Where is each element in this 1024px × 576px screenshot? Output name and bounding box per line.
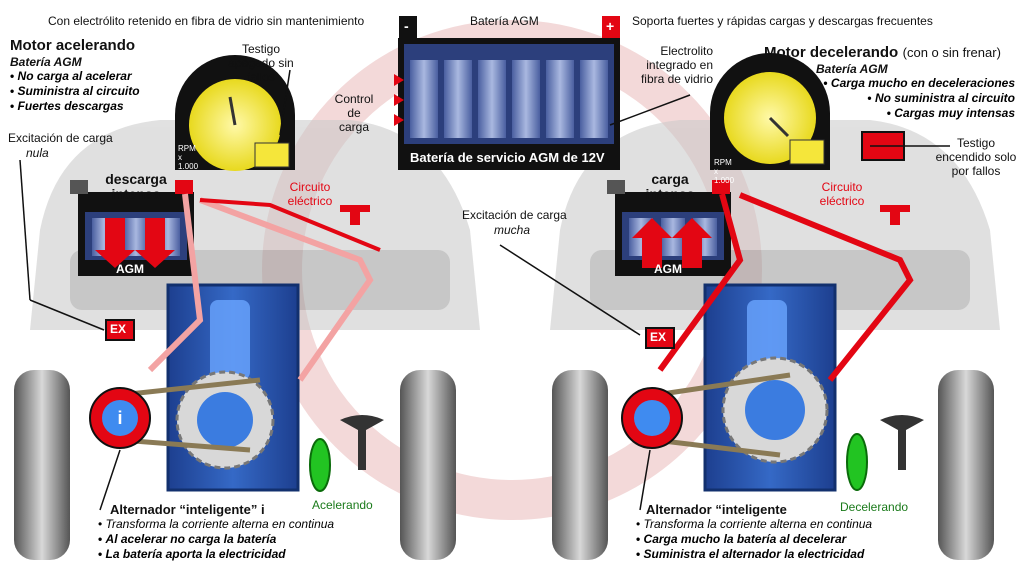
electrolyte-note: Electrolito integrado en fibra de vidrio	[640, 44, 713, 86]
left-battery-state: descarga intensa	[105, 171, 167, 202]
charge-arrows-icon	[632, 218, 712, 268]
right-excitation-value: mucha	[494, 223, 531, 237]
list-item: La batería aporta la electricidad	[98, 547, 334, 562]
left-alternator-title: Alternador “inteligente” i	[110, 502, 265, 517]
right-subtitle: Batería AGM	[816, 62, 888, 76]
decelerate-pedal-icon	[846, 433, 868, 491]
right-pedal-label: Decelerando	[840, 500, 909, 514]
right-excitation-label: Excitación de carga	[462, 208, 567, 222]
belt-left	[119, 377, 261, 453]
wire-left-circuit	[199, 198, 381, 252]
list-item: Fuertes descargas	[10, 99, 140, 114]
right-circuit-label: Circuito eléctrico	[819, 180, 865, 208]
center-battery-plus: +	[606, 18, 615, 34]
list-item: Transforma la corriente alterna en conti…	[636, 517, 873, 532]
alt-center-label: i	[117, 408, 122, 428]
battery-cells	[410, 60, 608, 138]
gear-icon	[175, 370, 275, 470]
right-warning-note: Testigo encendido solo por fallos	[935, 136, 1017, 178]
left-ex-label: EX	[110, 322, 127, 336]
center-battery-label: Batería de servicio AGM de 12V	[410, 150, 605, 165]
left-battery-name: AGM	[116, 262, 144, 276]
right-gauge-label: RPM x 1.000	[714, 158, 735, 185]
list-item: No suministra al circuito	[810, 91, 1015, 106]
left-subtitle: Batería AGM	[10, 55, 82, 69]
right-title: Motor decelerando (con o sin frenar)	[764, 44, 1001, 62]
alternator-left: i	[89, 387, 151, 449]
left-warning-note: Testigo apagado sin fallos	[228, 42, 294, 84]
brake-pedal-icon	[880, 415, 924, 470]
center-battery-plus-terminal	[602, 16, 620, 38]
top-right-note: Soporta fuertes y rápidas cargas y desca…	[632, 14, 933, 28]
right-ex-label: EX	[650, 330, 667, 344]
rpm-gauge-left	[175, 55, 295, 171]
left-pedal-label: Acelerando	[312, 498, 373, 512]
load-symbol-right	[880, 205, 910, 225]
wire-left	[147, 193, 374, 382]
left-circuit-label: Circuito eléctrico	[287, 180, 333, 208]
list-item: Carga mucho la batería al decelerar	[636, 532, 872, 547]
left-excitation-label: Excitación de carga	[8, 131, 113, 145]
right-title-main: Motor decelerando	[764, 44, 899, 61]
top-center-label: Batería AGM	[470, 14, 539, 28]
list-item: Cargas muy intensas	[810, 106, 1015, 121]
tire-left-front	[14, 370, 70, 560]
load-symbol-left	[340, 205, 370, 225]
belt-right	[654, 372, 791, 458]
list-item: Transforma la corriente alterna en conti…	[98, 517, 335, 532]
tire-right-rear	[938, 370, 994, 560]
left-excitation-value: nula	[26, 146, 49, 160]
top-left-note: Con electrólito retenido en fibra de vid…	[48, 14, 365, 28]
alternator-right	[621, 387, 683, 449]
left-alternator-bullets: Transforma la corriente alterna en conti…	[98, 517, 335, 562]
list-item: Suministra el alternador la electricidad	[636, 547, 872, 562]
list-item: Carga mucho en deceleraciones	[810, 76, 1015, 91]
discharge-arrows-icon	[95, 218, 175, 268]
right-title-suffix: (con o sin frenar)	[902, 45, 1001, 60]
list-item: No carga al acelerar	[10, 69, 140, 84]
right-alternator-title: Alternador “inteligente	[646, 502, 787, 517]
center-battery-minus: -	[404, 18, 409, 34]
left-title: Motor acelerando	[10, 37, 136, 54]
brake-pedal-icon	[340, 415, 384, 470]
right-battery-name: AGM	[654, 262, 682, 276]
ex-box-right	[645, 327, 675, 349]
right-battery-state: carga intensa	[645, 171, 695, 202]
accelerator-pedal-icon	[309, 438, 331, 492]
tire-right-front	[552, 370, 608, 560]
right-bullets: Carga mucho en deceleraciones No suminis…	[810, 76, 1015, 121]
agm-battery-left	[70, 180, 194, 276]
wire-right	[657, 192, 914, 382]
rpm-gauge-right	[710, 53, 830, 170]
list-item: Suministra al circuito	[10, 84, 140, 99]
gear-icon	[721, 356, 829, 464]
tire-left-rear	[400, 370, 456, 560]
center-battery-minus-terminal	[399, 16, 417, 38]
ex-box-left	[105, 319, 135, 341]
list-item: Al acelerar no carga la batería	[98, 532, 334, 547]
control-label: Control de carga	[334, 92, 374, 134]
left-gauge-label: RPM x 1.000	[178, 144, 199, 171]
left-bullets: No carga al acelerar Suministra al circu…	[10, 69, 140, 114]
right-alternator-bullets: Transforma la corriente alterna en conti…	[636, 517, 873, 562]
